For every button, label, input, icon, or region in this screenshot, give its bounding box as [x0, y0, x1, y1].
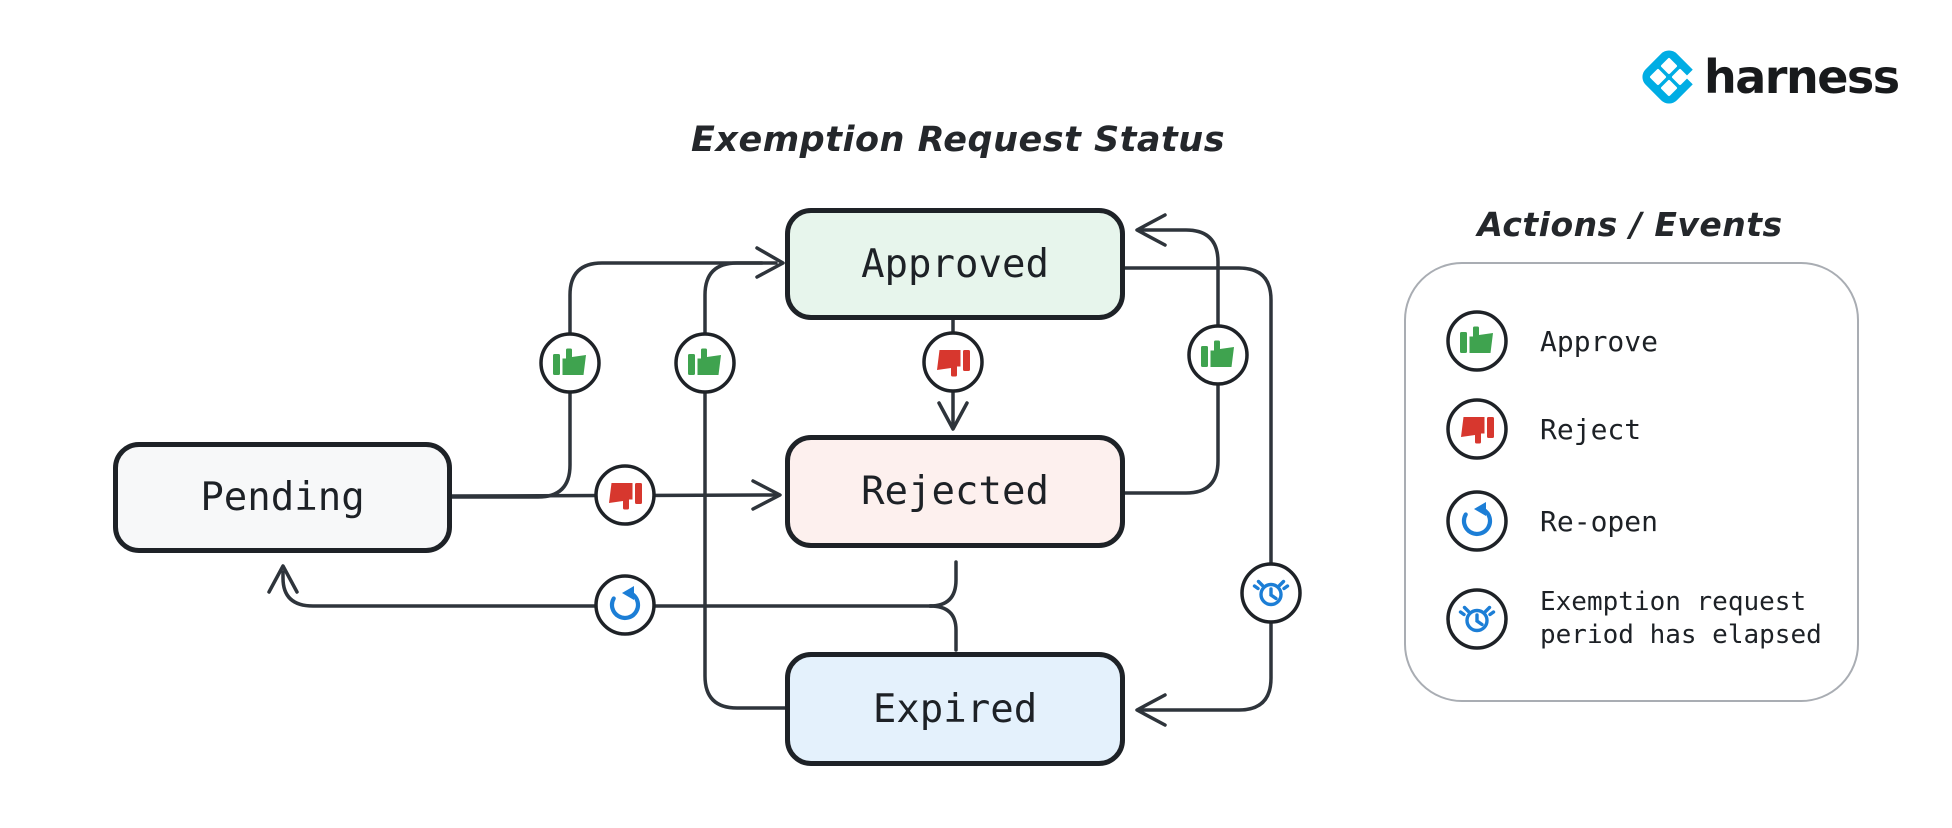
state-approved: Approved: [785, 208, 1125, 320]
thumbs-up-icon: [1187, 324, 1249, 386]
legend-label-reject: Reject: [1540, 412, 1642, 446]
legend-label-reopen: Re-open: [1540, 504, 1659, 538]
arrowhead: [1135, 693, 1167, 727]
state-expired: Expired: [785, 652, 1125, 766]
legend-row-reopen: Re-open: [1446, 490, 1658, 552]
state-pending: Pending: [113, 442, 452, 553]
state-rejected: Rejected: [785, 435, 1125, 548]
legend-title: Actions / Events: [1477, 205, 1783, 244]
state-label: Pending: [200, 475, 365, 520]
legend-label-elapsed: Exemption request period has elapsed: [1540, 586, 1822, 652]
reopen-icon: [594, 574, 656, 636]
legend-row-reject: Reject: [1446, 398, 1641, 460]
thumbs-up-icon: [674, 332, 736, 394]
thumbs-down-icon: [922, 331, 984, 393]
thumbs-up-icon: [539, 332, 601, 394]
edge-approved-expired: [1123, 266, 1273, 712]
edge-reopen-pending: [281, 570, 934, 608]
legend-panel: Approve Reject Re-open: [1404, 262, 1859, 702]
state-label: Approved: [861, 241, 1049, 287]
arrowhead: [751, 479, 782, 511]
legend-label-approve: Approve: [1540, 324, 1659, 358]
reopen-icon: [1446, 490, 1508, 552]
legend-label-elapsed-line2: period has elapsed: [1540, 620, 1822, 650]
arrowhead: [937, 401, 969, 431]
diagram-title: Exemption Request Status: [690, 120, 1226, 160]
edge-icons: [539, 324, 1302, 636]
arrowhead: [755, 246, 785, 279]
harness-wordmark: harness: [1704, 50, 1900, 104]
edge-expired-reopen: [928, 604, 958, 652]
alarm-clock-icon: [1240, 562, 1302, 624]
arrowhead: [1135, 213, 1167, 247]
edge-rejected-reopen: [928, 560, 958, 608]
legend-row-elapsed: Exemption request period has elapsed: [1446, 586, 1822, 652]
legend-label-elapsed-line1: Exemption request: [1540, 587, 1807, 617]
harness-logo: harness: [1636, 44, 1900, 110]
state-label: Expired: [872, 686, 1038, 732]
thumbs-down-icon: [594, 464, 656, 526]
arrowhead: [267, 564, 299, 594]
harness-logo-icon: [1642, 50, 1702, 104]
state-label: Rejected: [861, 469, 1049, 514]
thumbs-down-icon: [1446, 398, 1508, 460]
alarm-clock-icon: [1446, 588, 1508, 650]
legend-row-approve: Approve: [1446, 310, 1658, 372]
edge-expired-approved: [703, 261, 787, 710]
thumbs-up-icon: [1446, 310, 1508, 372]
